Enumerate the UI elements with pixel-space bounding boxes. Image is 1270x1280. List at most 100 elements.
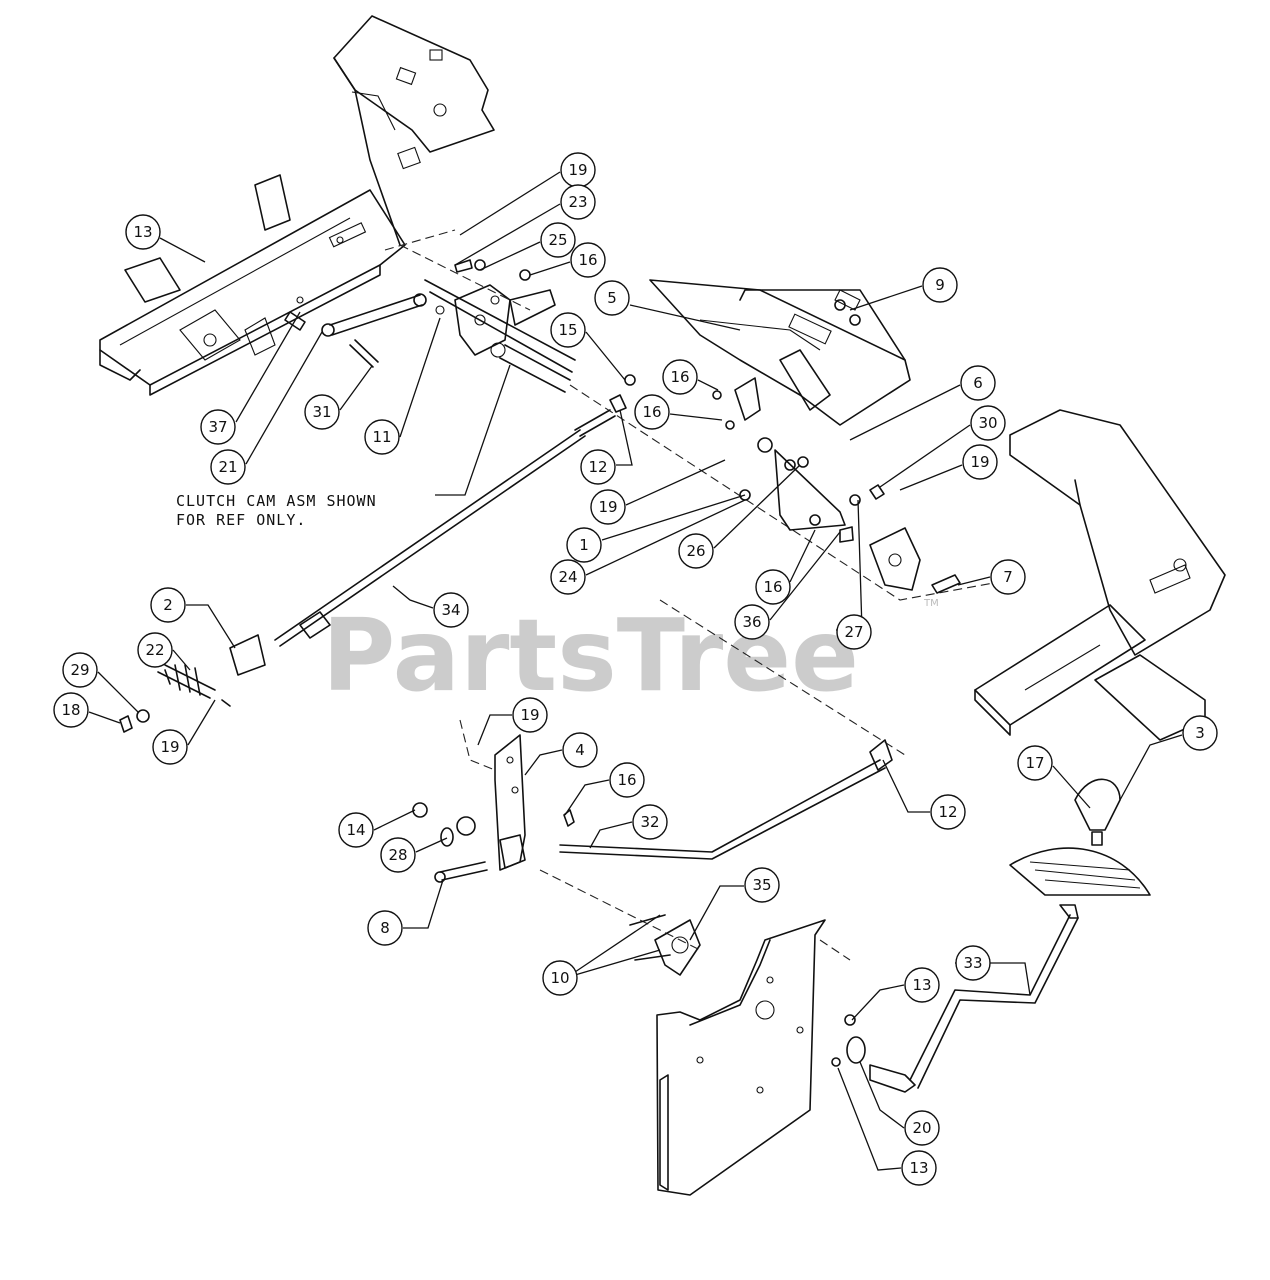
callout-16[interactable]: 16 <box>634 394 670 430</box>
callout-14[interactable]: 14 <box>338 812 374 848</box>
callout-leader <box>88 711 121 724</box>
callout-26[interactable]: 26 <box>678 533 714 569</box>
callout-bubble <box>512 697 548 733</box>
callout-27[interactable]: 27 <box>836 614 872 650</box>
callout-29[interactable]: 29 <box>62 652 98 688</box>
callout-number: 7 <box>1003 568 1013 586</box>
callout-16[interactable]: 16 <box>662 359 698 395</box>
callout-21[interactable]: 21 <box>210 449 246 485</box>
callout-bubble <box>367 910 403 946</box>
callout-number: 19 <box>160 738 179 756</box>
callout-number: 18 <box>61 701 80 719</box>
callout-19[interactable]: 19 <box>152 729 188 765</box>
callout-13[interactable]: 13 <box>904 967 940 1003</box>
callout-leader <box>882 759 930 813</box>
callout-16[interactable]: 16 <box>755 569 791 605</box>
callout-number: 15 <box>558 321 577 339</box>
callout-leader <box>689 885 744 941</box>
callout-19[interactable]: 19 <box>590 489 626 525</box>
callout-25[interactable]: 25 <box>540 222 576 258</box>
callout-1[interactable]: 1 <box>566 527 602 563</box>
callout-number: 19 <box>598 498 617 516</box>
callout-leader <box>415 837 448 853</box>
callout-37[interactable]: 37 <box>200 409 236 445</box>
callout-7[interactable]: 7 <box>990 559 1026 595</box>
callout-number: 13 <box>909 1159 928 1177</box>
callout-5[interactable]: 5 <box>594 280 630 316</box>
callout-22[interactable]: 22 <box>137 632 173 668</box>
callout-number: 11 <box>372 428 391 446</box>
callout-bubble <box>930 794 966 830</box>
callout-17[interactable]: 17 <box>1017 745 1053 781</box>
callout-12[interactable]: 12 <box>930 794 966 830</box>
callout-16[interactable]: 16 <box>570 242 606 278</box>
callout-leader <box>403 879 444 929</box>
callout-9[interactable]: 9 <box>922 267 958 303</box>
callout-number: 4 <box>575 741 585 759</box>
callout-leader <box>97 671 139 713</box>
callout-24[interactable]: 24 <box>550 559 586 595</box>
callout-bubble <box>364 419 400 455</box>
callout-number: 26 <box>686 542 705 560</box>
callout-4[interactable]: 4 <box>562 732 598 768</box>
callout-leader <box>159 237 206 263</box>
callout-31[interactable]: 31 <box>304 394 340 430</box>
callout-leader <box>392 585 434 609</box>
callout-leader <box>479 241 541 271</box>
clutch-cam-hardware <box>284 259 636 413</box>
callout-36[interactable]: 36 <box>734 604 770 640</box>
callout-28[interactable]: 28 <box>380 837 416 873</box>
callout-32[interactable]: 32 <box>632 804 668 840</box>
callout-number: 16 <box>617 771 636 789</box>
callout-19[interactable]: 19 <box>560 152 596 188</box>
callout-3[interactable]: 3 <box>1182 715 1218 751</box>
callout-number: 34 <box>441 601 460 619</box>
callout-33[interactable]: 33 <box>955 945 991 981</box>
callout-leader <box>859 1061 905 1129</box>
callout-number: 19 <box>568 161 587 179</box>
callout-23[interactable]: 23 <box>560 184 596 220</box>
callout-leader <box>524 749 563 776</box>
callout-19[interactable]: 19 <box>512 697 548 733</box>
callout-12[interactable]: 12 <box>580 449 616 485</box>
callout-bubble <box>678 533 714 569</box>
callout-34[interactable]: 34 <box>433 592 469 628</box>
callout-number: 16 <box>670 368 689 386</box>
callout-bubble <box>955 945 991 981</box>
callout-30[interactable]: 30 <box>970 405 1006 441</box>
callout-10[interactable]: 10 <box>542 960 578 996</box>
callout-bubble <box>152 729 188 765</box>
callout-bubble <box>304 394 340 430</box>
callout-leader <box>589 821 633 849</box>
callout-leader <box>172 649 191 671</box>
callout-6[interactable]: 6 <box>960 365 996 401</box>
callout-13[interactable]: 13 <box>901 1150 937 1186</box>
callout-11[interactable]: 11 <box>364 419 400 455</box>
callout-13[interactable]: 13 <box>125 214 161 250</box>
callout-leader <box>585 331 626 381</box>
callout-number: 17 <box>1025 754 1044 772</box>
callout-bubble <box>560 184 596 220</box>
callout-18[interactable]: 18 <box>53 692 89 728</box>
callout-35[interactable]: 35 <box>744 867 780 903</box>
callout-number: 16 <box>763 578 782 596</box>
callout-16[interactable]: 16 <box>609 762 645 798</box>
callout-leader <box>616 409 633 466</box>
callout-number: 5 <box>607 289 617 307</box>
callout-bubble <box>210 449 246 485</box>
callout-20[interactable]: 20 <box>904 1110 940 1146</box>
callout-8[interactable]: 8 <box>367 910 403 946</box>
callout-2[interactable]: 2 <box>150 587 186 623</box>
left-frame <box>99 15 495 396</box>
callout-15[interactable]: 15 <box>550 312 586 348</box>
note-line-2: FOR REF ONLY. <box>176 511 306 529</box>
callout-leader <box>769 531 841 621</box>
callout-leader <box>697 379 719 391</box>
callout-leader <box>245 331 323 465</box>
callout-leader <box>187 699 216 746</box>
callout-19[interactable]: 19 <box>962 444 998 480</box>
callout-number: 24 <box>558 568 577 586</box>
callout-bubble <box>901 1150 937 1186</box>
callout-bubble <box>380 837 416 873</box>
